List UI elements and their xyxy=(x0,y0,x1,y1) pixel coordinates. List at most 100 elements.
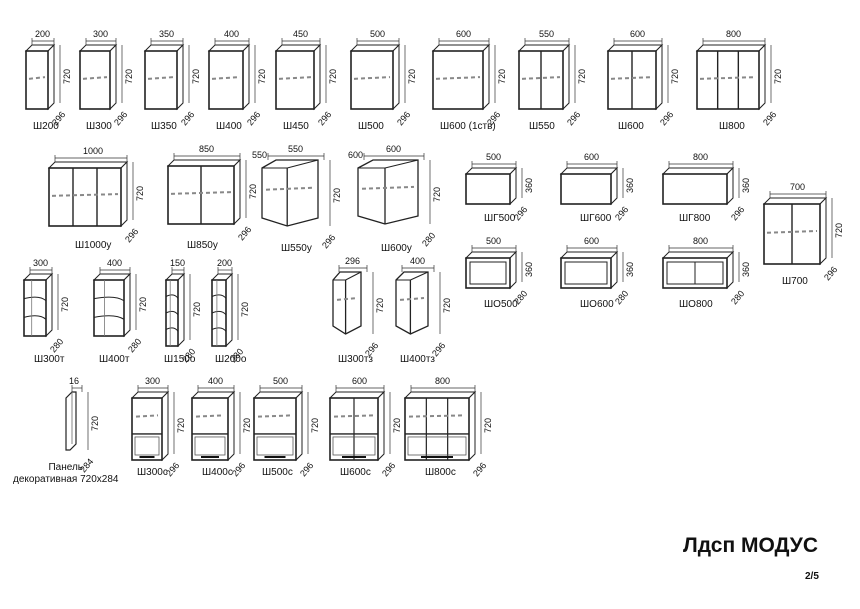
width-dimension: 300 xyxy=(93,29,109,39)
height-dimension: 720 xyxy=(670,68,680,84)
cabinet-label: Ш200 xyxy=(33,121,59,132)
cabinet-label: Ш550у xyxy=(281,243,312,254)
cabinet-drawing xyxy=(164,267,191,348)
cabinet-drawing xyxy=(47,155,134,228)
cabinet-drawing xyxy=(762,191,833,266)
cabinet-label: Ш200о xyxy=(215,354,247,365)
page-title: Лдсп МОДУС xyxy=(683,534,818,557)
height-dimension: 720 xyxy=(328,68,338,84)
cabinet-label: Ш400тз xyxy=(400,354,436,365)
cabinet-label: ШО600 xyxy=(580,299,614,310)
height-dimension: 720 xyxy=(392,417,402,433)
width-dimension: 800 xyxy=(693,152,709,162)
width-dimension: 550 xyxy=(539,29,555,39)
cabinet-label: ШО800 xyxy=(679,299,713,310)
width-dimension: 400 xyxy=(224,29,240,39)
width-dimension: 500 xyxy=(486,236,502,246)
cabinet-drawing xyxy=(274,38,327,111)
width-dimension: 500 xyxy=(486,152,502,162)
width-dimension: 400 xyxy=(410,256,426,266)
cabinet-label: Ш500 xyxy=(358,121,384,132)
height-dimension: 720 xyxy=(176,417,186,433)
cabinet-label: Ш600 xyxy=(618,121,644,132)
cabinet-label: Ш500с xyxy=(262,467,293,478)
cabinet-drawing xyxy=(261,153,331,227)
depth-dimension: 296 xyxy=(179,109,197,128)
height-dimension: 720 xyxy=(60,296,70,312)
cabinet-drawing xyxy=(559,161,624,206)
cabinet-label: ШГ600 xyxy=(580,213,612,224)
width-dimension: 550 xyxy=(288,144,304,154)
depth-dimension: 296 xyxy=(298,460,316,479)
depth-dimension: 280 xyxy=(420,230,438,249)
cabinet-label: Ш300с xyxy=(137,467,168,478)
cabinet-label: Ш700 xyxy=(782,276,808,287)
depth-dimension: 296 xyxy=(613,204,631,223)
width2-dimension: 600 xyxy=(348,150,364,160)
width-dimension: 16 xyxy=(69,376,80,386)
cabinet-drawing xyxy=(166,153,247,226)
width-dimension: 600 xyxy=(584,152,600,162)
height-dimension: 360 xyxy=(741,261,751,277)
width-dimension: 1000 xyxy=(83,146,104,156)
depth-dimension: 280 xyxy=(126,336,144,355)
height-dimension: 720 xyxy=(407,68,417,84)
height-dimension: 720 xyxy=(442,297,452,313)
height-dimension: 720 xyxy=(483,417,493,433)
depth-dimension: 296 xyxy=(123,226,141,245)
cabinet-label: Ш800 xyxy=(719,121,745,132)
height-dimension: 720 xyxy=(191,68,201,84)
height-dimension: 360 xyxy=(625,177,635,193)
width-dimension: 500 xyxy=(370,29,386,39)
cabinet-drawing xyxy=(22,267,59,338)
depth-dimension: 296 xyxy=(729,204,747,223)
depth-dimension: 296 xyxy=(320,232,338,251)
cabinet-drawing xyxy=(606,38,669,111)
cabinet-label: Ш850у xyxy=(187,240,218,251)
cabinet-drawing xyxy=(403,385,482,462)
width-dimension: 200 xyxy=(35,29,51,39)
cabinet-label: ШО500 xyxy=(484,299,518,310)
cabinet-drawing xyxy=(357,153,431,225)
height-dimension: 720 xyxy=(773,68,783,84)
width-dimension: 350 xyxy=(159,29,175,39)
cabinet-label: Ш600у xyxy=(381,243,412,254)
cabinet-drawing xyxy=(395,265,441,335)
cabinet-label: Ш800с xyxy=(425,467,456,478)
height-dimension: 360 xyxy=(625,261,635,277)
depth-dimension: 296 xyxy=(380,460,398,479)
height-dimension: 720 xyxy=(432,186,442,202)
cabinet-label: Ш400т xyxy=(99,354,130,365)
cabinet-label: Ш400с xyxy=(202,467,233,478)
cabinet-label: Ш600 (1ств) xyxy=(440,121,496,132)
depth-dimension: 296 xyxy=(316,109,334,128)
cabinet-label: Ш150о xyxy=(164,354,196,365)
height-dimension: 720 xyxy=(248,183,258,199)
cabinet-drawing xyxy=(559,245,624,290)
height-dimension: 720 xyxy=(375,297,385,313)
cabinet-drawing xyxy=(78,38,123,111)
height-dimension: 720 xyxy=(577,68,587,84)
height-dimension: 360 xyxy=(524,261,534,277)
height-dimension: 720 xyxy=(138,296,148,312)
width-dimension: 200 xyxy=(217,258,233,268)
width-dimension: 600 xyxy=(352,376,368,386)
width-dimension: 600 xyxy=(630,29,646,39)
height-dimension: 720 xyxy=(135,185,145,201)
cabinet-label: Ш300тз xyxy=(338,354,374,365)
width-dimension: 150 xyxy=(170,258,186,268)
width-dimension: 800 xyxy=(726,29,742,39)
cabinet-drawing xyxy=(24,38,61,111)
height-dimension: 720 xyxy=(497,68,507,84)
cabinet-label: Ш550 xyxy=(529,121,555,132)
cabinet-label: ШГ500 xyxy=(484,213,516,224)
width-dimension: 400 xyxy=(107,258,123,268)
height-dimension: 720 xyxy=(62,68,72,84)
cabinet-drawing xyxy=(210,267,239,348)
height-dimension: 720 xyxy=(124,68,134,84)
height-dimension: 720 xyxy=(834,222,844,238)
cabinet-label: Ш300т xyxy=(34,354,65,365)
width-dimension: 500 xyxy=(273,376,289,386)
width-dimension: 450 xyxy=(293,29,309,39)
cabinet-drawing xyxy=(65,385,89,451)
